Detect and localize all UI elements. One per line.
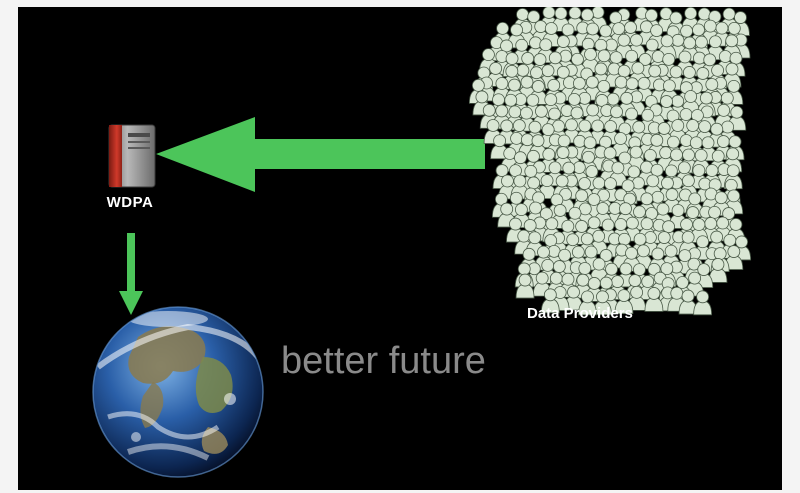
- better-future-text: better future: [281, 340, 486, 382]
- earth-icon: [92, 306, 264, 478]
- person-icon: [678, 289, 698, 315]
- down-arrow: [119, 233, 143, 315]
- slide: WDPA Data Providers better future: [18, 7, 782, 490]
- diagram-canvas: [92, 7, 752, 478]
- wdpa-label: WDPA: [106, 194, 154, 211]
- data-providers-label: Data Providers: [527, 305, 633, 322]
- person-icon: [515, 273, 535, 299]
- person-icon: [693, 290, 713, 316]
- person-icon: [614, 289, 634, 314]
- server-icon: [108, 124, 156, 188]
- data-flow-arrow: [156, 117, 485, 192]
- person-icon: [708, 258, 728, 283]
- person-icon: [724, 245, 744, 270]
- person-icon: [593, 290, 612, 316]
- person-icon: [540, 288, 560, 314]
- person-icon: [578, 290, 597, 316]
- person-icon: [644, 287, 664, 312]
- crowd-icon: [468, 7, 752, 316]
